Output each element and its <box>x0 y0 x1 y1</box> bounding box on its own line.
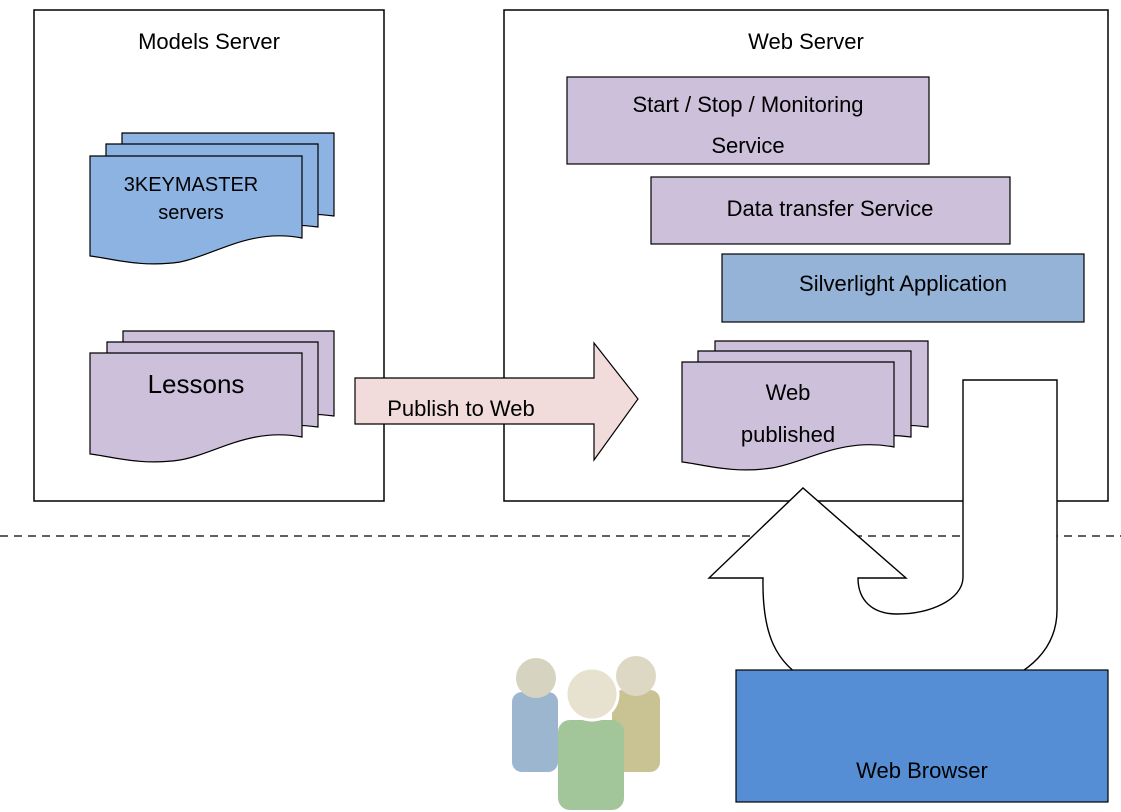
data-transfer-service-label: Data transfer Service <box>727 196 934 221</box>
data-transfer-service-box <box>650 176 1011 245</box>
silverlight-application-label: Silverlight Application <box>799 271 1007 296</box>
models-server-title: Models Server <box>138 29 280 54</box>
lessons-label: Lessons <box>148 369 245 399</box>
web-server-title: Web Server <box>748 29 864 54</box>
monitoring-service-line1: Start / Stop / Monitoring <box>632 92 863 117</box>
silverlight-application-box <box>721 253 1085 323</box>
web-browser-label: Web Browser <box>856 758 988 783</box>
web-published-line2: published <box>741 422 835 447</box>
web-published-documents <box>681 340 929 471</box>
web-browser-box <box>735 669 1109 803</box>
web-published-line1: Web <box>766 380 811 405</box>
lessons-documents <box>89 330 335 463</box>
publish-to-web-label: Publish to Web <box>387 396 535 421</box>
users-group-icon <box>512 656 660 810</box>
monitoring-service-box <box>566 76 930 165</box>
keymaster-label-line1: 3KEYMASTER <box>124 174 258 196</box>
keymaster-label-line2: servers <box>158 202 224 224</box>
publish-to-web-arrow <box>354 341 639 462</box>
keymaster-servers-documents <box>89 132 335 265</box>
monitoring-service-line2: Service <box>711 133 784 158</box>
